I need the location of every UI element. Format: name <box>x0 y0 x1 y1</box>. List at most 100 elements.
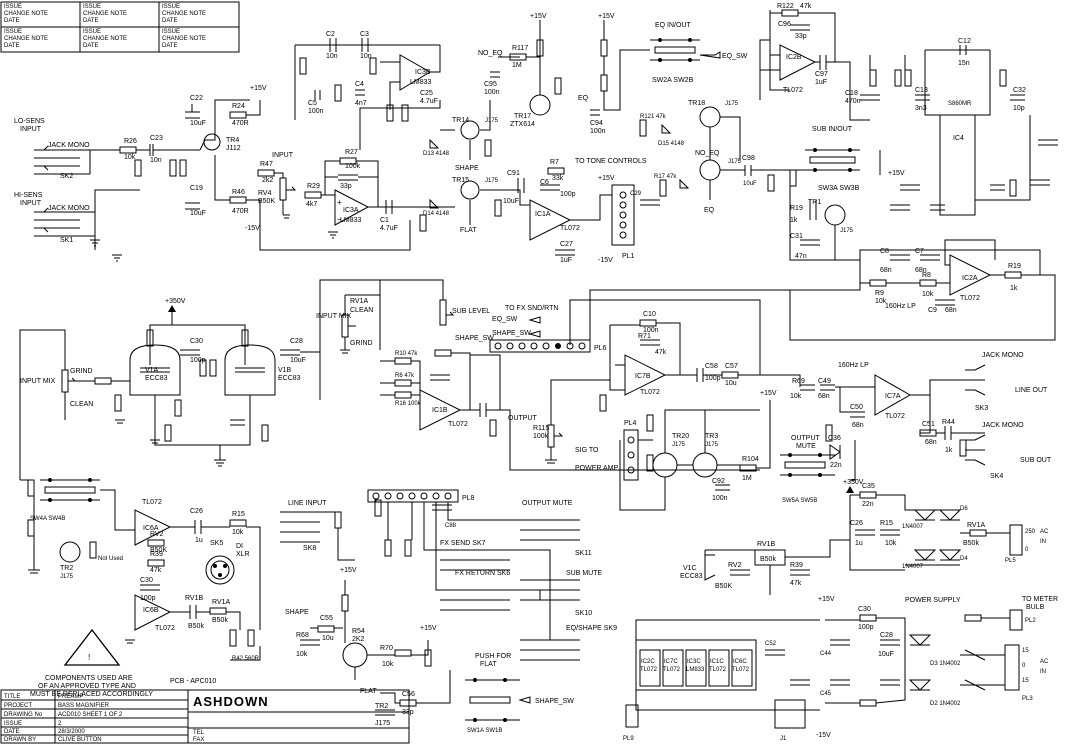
schematic-label: − <box>337 215 342 224</box>
schematic-label: FX SEND SK7 <box>440 540 486 547</box>
schematic-label: EQ_SW <box>492 316 518 323</box>
schematic-label: 15n <box>958 60 970 67</box>
schematic-label: SK3 <box>975 405 988 412</box>
title-block: TITLE PREAMP PROJECT BASS MAGNIFIER DRAW… <box>0 689 410 744</box>
schematic-label: C30 <box>140 577 153 584</box>
schematic-label: 0 <box>1025 547 1029 553</box>
schematic-label: 47k <box>150 567 162 574</box>
ic1a-tone: TO TONE CONTROLS R7 33k C6 100p IC1A TL0… <box>503 158 647 264</box>
issue-cell: DATE <box>162 43 178 49</box>
issue-cell: DATE <box>4 18 20 24</box>
tb-value-1: BASS MAGNIFIER <box>58 703 110 709</box>
pl6-header: TO FX SND/RTN EQ_SW SHAPE_SW PL6 <box>489 305 607 353</box>
plus350-b: +350V <box>843 479 864 486</box>
schematic-label: 68n <box>915 267 927 274</box>
schematic-label: Not Used <box>98 556 123 562</box>
schematic-label: J175 <box>705 442 719 448</box>
schematic-label: TR2 <box>375 703 388 710</box>
schematic-label: FLAT <box>480 661 497 668</box>
issue-cell: CHANGE NOTE <box>162 11 206 17</box>
schematic-label: TR20 <box>672 433 689 440</box>
schematic-label: 4n7 <box>355 100 367 107</box>
schematic-label: ECC83 <box>278 375 301 382</box>
schematic-label: J175 <box>485 178 499 184</box>
schematic-label: INPUT MIX <box>316 313 352 320</box>
schematic-label: TL072 <box>640 389 660 396</box>
schematic-label: C26 <box>190 508 203 515</box>
schematic-label: R47 <box>260 161 273 168</box>
schematic-label: 100n <box>590 128 606 135</box>
schematic-label: AC <box>1040 659 1049 665</box>
plus15-b: +15V <box>530 13 547 20</box>
plus15-a: +15V <box>250 85 267 92</box>
schematic-label: JACK MONO <box>982 422 1024 429</box>
schematic-label: C44 <box>820 651 832 657</box>
plus15-d: +15V <box>598 175 615 182</box>
schematic-label: 68n <box>945 307 957 314</box>
schematic-label: SW4A SW4B <box>30 516 65 522</box>
schematic-label: COMPONENTS USED ARE <box>45 675 133 682</box>
issue-cell: DATE <box>83 43 99 49</box>
schematic-label: SW3A SW3B <box>818 185 860 192</box>
schematic-label: TO METER <box>1022 596 1058 603</box>
rv1b-pot: RV1A CLEAN INPUT MIX GRIND <box>316 294 381 354</box>
schematic-label: SW1A SW1B <box>467 728 502 734</box>
schematic-label: TR18 <box>688 100 705 107</box>
schematic-label: R19 <box>790 205 803 212</box>
schematic-label: DI <box>236 543 243 550</box>
schematic-label: C5 <box>308 100 317 107</box>
schematic-label: 160Hz LP <box>838 362 869 369</box>
schematic-label: TO FX SND/RTN <box>505 305 558 312</box>
schematic-label: SK10 <box>575 610 592 617</box>
schematic-label: 1u <box>855 540 863 547</box>
schematic-label: 2K2 <box>352 636 365 643</box>
schematic-label: J175 <box>728 159 742 165</box>
schematic-label: R46 <box>232 189 245 196</box>
schematic-label: 10n <box>360 53 372 60</box>
ic4-block: S860MR IC4 C12 15n C18 470n C13 3n3 C32 … <box>845 38 1058 216</box>
schematic-label: PUSH FOR <box>475 653 511 660</box>
schematic-label: INPUT MIX <box>20 378 56 385</box>
issue-cell: CHANGE NOTE <box>4 11 48 17</box>
schematic-label: 1k <box>1010 285 1018 292</box>
interconnect-wires <box>20 39 1056 481</box>
schematic-label: TL072 <box>709 667 727 673</box>
schematic-label: SW5A SW5B <box>782 498 817 504</box>
ic7b-block: C10 100n R71 47k IC7B TL072 C58 100p C57… <box>599 311 760 412</box>
schematic-label: D6 <box>960 506 968 512</box>
sk1-label: SK1 <box>60 237 73 244</box>
schematic-label: IC7B <box>635 373 651 380</box>
schematic-label: C30 <box>858 606 871 613</box>
schematic-label: INPUT <box>272 152 294 159</box>
schematic-label: IC2C <box>641 659 655 665</box>
schematic-label: C36 <box>828 435 841 442</box>
schematic-label: IC6B <box>143 607 159 614</box>
input-buffer: R24 470R C22 10uF TR4 J112 R26 10k C23 1… <box>119 85 267 232</box>
schematic-label: 3n3 <box>915 105 927 112</box>
schematic-label: ECC83 <box>680 573 703 580</box>
schematic-label: TL072 <box>640 667 658 673</box>
schematic-label: D2 1N4002 <box>930 701 961 707</box>
schematic-label: C18 <box>845 90 858 97</box>
schematic-label: 100p <box>705 375 721 382</box>
schematic-label: TL072 <box>885 413 905 420</box>
schematic-label: IC7A <box>885 393 901 400</box>
power-supply: +350V C35 22n C26 1u R15 10k 1N4007 1N40… <box>680 479 1058 707</box>
schematic-label: IN <box>1040 669 1046 675</box>
schematic-label: C23 <box>150 135 163 142</box>
schematic-label: 10k <box>922 291 934 298</box>
issue-cell: ISSUE <box>4 4 22 10</box>
schematic-label: SHAPE_SW <box>535 698 574 705</box>
issue-cell: ISSUE <box>162 4 180 10</box>
schematic-label: TR1 <box>808 199 821 206</box>
issue-cell: ISSUE <box>83 4 101 10</box>
schematic-label: MUTE <box>796 443 816 450</box>
schematic-label: J175 <box>375 720 390 727</box>
schematic-label: 10k <box>790 393 802 400</box>
schematic-label: PL6 <box>594 345 607 352</box>
schematic-label: 47k <box>655 349 667 356</box>
schematic-label: 1N4007 <box>902 564 924 570</box>
schematic-label: C92 <box>712 478 725 485</box>
schematic-label: LINE INPUT <box>288 500 327 507</box>
